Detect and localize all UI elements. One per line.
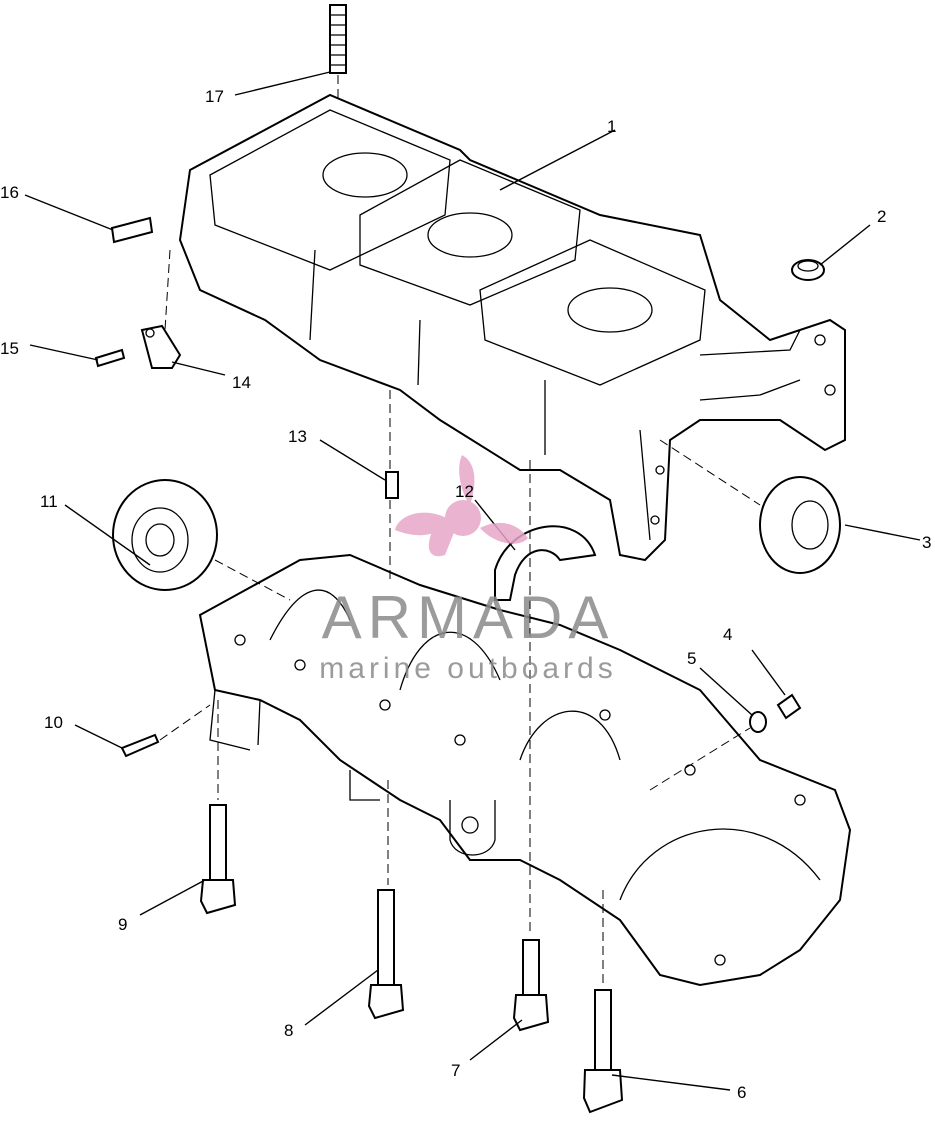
callout-6: 6 — [737, 1083, 746, 1102]
bolt-9 — [199, 804, 237, 915]
callout-5: 5 — [687, 649, 696, 668]
callout-15: 15 — [0, 339, 19, 358]
watermark-tagline: marine outboards — [319, 652, 616, 685]
pin-10 — [120, 733, 160, 758]
screw-15 — [94, 348, 126, 368]
callout-2: 2 — [877, 207, 886, 226]
callout-8: 8 — [284, 1021, 293, 1040]
bolt-8 — [367, 889, 405, 1020]
callout-17: 17 — [205, 87, 224, 106]
dowel-13 — [385, 471, 399, 499]
callout-3: 3 — [922, 533, 931, 552]
oil-seal-3 — [759, 476, 841, 574]
upper-crankcase — [178, 93, 846, 562]
propeller-logo — [395, 455, 528, 557]
callout-7: 7 — [451, 1061, 460, 1080]
fitting-4 — [776, 693, 802, 720]
callout-10: 10 — [44, 713, 63, 732]
watermark: ARMADA marine outboards — [319, 455, 616, 685]
plug-2 — [791, 259, 825, 281]
callout-12: 12 — [455, 482, 474, 501]
callout-14: 14 — [232, 373, 251, 392]
callout-1: 1 — [607, 117, 616, 136]
alignment-lines — [159, 75, 761, 985]
callouts: 1 2 3 4 5 6 7 8 9 10 11 12 13 14 15 16 1… — [0, 87, 931, 1102]
callout-11: 11 — [40, 492, 58, 511]
bolt-7 — [512, 939, 550, 1032]
callout-4: 4 — [723, 625, 732, 644]
plate-14 — [140, 324, 182, 369]
stud-17 — [329, 4, 347, 74]
callout-13: 13 — [288, 427, 307, 446]
lower-crankcase — [198, 553, 852, 987]
watermark-brand: ARMADA — [322, 584, 615, 651]
bearing-11 — [112, 479, 218, 591]
stud-16 — [110, 216, 154, 244]
bolt-6 — [582, 989, 624, 1114]
callout-16: 16 — [0, 183, 19, 202]
callout-9: 9 — [118, 915, 127, 934]
washer-5 — [749, 711, 767, 733]
